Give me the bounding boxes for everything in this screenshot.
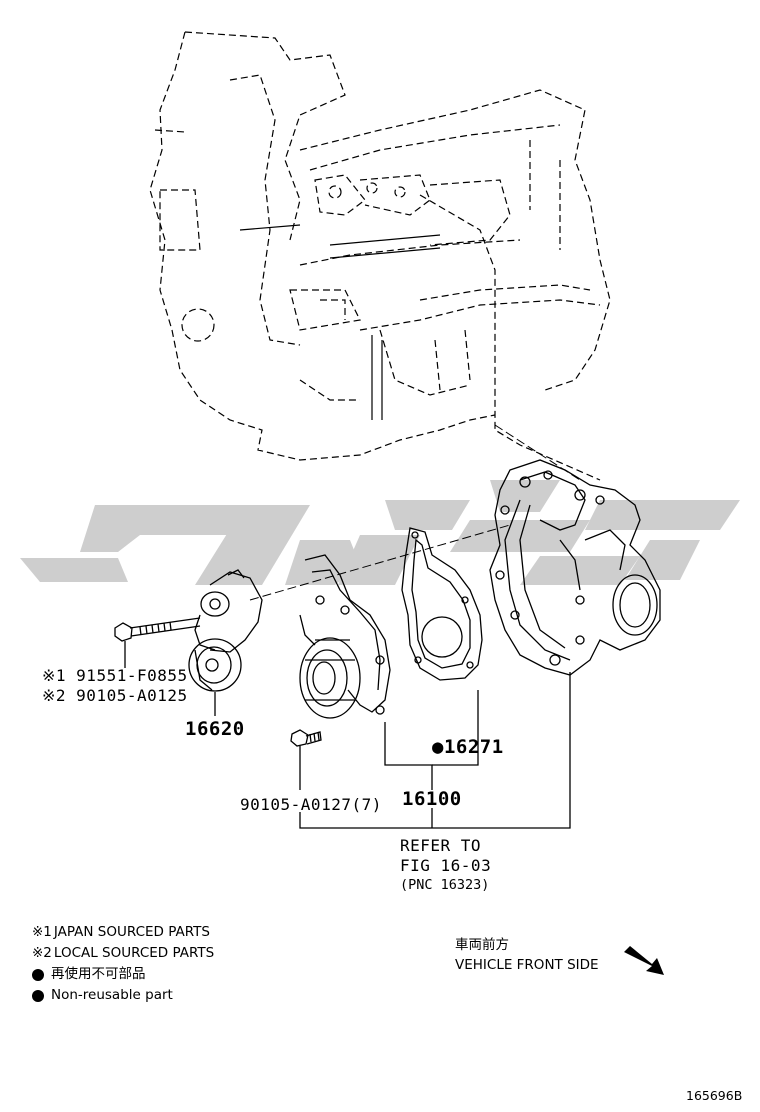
engine-block-outline	[149, 31, 611, 481]
figure-number: 165696B	[686, 1088, 743, 1103]
legend-text-local: LOCAL SOURCED PARTS	[53, 945, 215, 961]
legend-local-sourced: ※2 LOCAL SOURCED PARTS	[32, 943, 214, 964]
part-number-tensioner-bolt-japan[interactable]: ※1 91551-F0855	[42, 666, 188, 685]
engine-solid-edges	[239, 224, 441, 420]
alignment-guides	[249, 424, 581, 601]
vehicle-front-jp: 車両前方	[455, 937, 509, 953]
belt-tensioner	[188, 569, 263, 692]
legend-symbol-1: ※1	[32, 924, 52, 940]
nonreusable-dot-icon	[32, 968, 44, 981]
legend-text-japan: JAPAN SOURCED PARTS	[53, 924, 210, 940]
part-number-pump-bolt[interactable]: 90105-A0127(7)	[240, 795, 382, 814]
legend-japan-sourced: ※1 JAPAN SOURCED PARTS	[32, 922, 214, 943]
pump-bolt	[290, 729, 322, 747]
legend-text-nonreusable-jp: 再使用不可部品	[51, 966, 146, 982]
vehicle-front-label: 車両前方 VEHICLE FRONT SIDE	[455, 935, 599, 975]
pump-pulley	[299, 554, 391, 719]
gasket-outline	[401, 527, 483, 681]
refer-line-2[interactable]: FIG 16-03	[400, 856, 492, 875]
arrow-down-right-icon	[624, 946, 664, 975]
legend-text-nonreusable-en: Non-reusable part	[51, 987, 173, 1003]
nonreusable-dot-icon	[32, 989, 44, 1002]
legend: ※1 JAPAN SOURCED PARTS ※2 LOCAL SOURCED …	[32, 922, 214, 1006]
part-number-tensioner-bolt-local[interactable]: ※2 90105-A0125	[42, 686, 188, 705]
refer-line-3: (PNC 16323)	[400, 877, 490, 893]
part-number-gasket[interactable]: ●16271	[432, 736, 504, 758]
vehicle-front-en: VEHICLE FRONT SIDE	[455, 957, 599, 973]
part-number-tensioner[interactable]: 16620	[185, 718, 245, 740]
leader-lines	[124, 641, 571, 829]
legend-symbol-2: ※2	[32, 945, 52, 961]
legend-nonreusable-jp: 再使用不可部品	[32, 964, 214, 985]
refer-line-1[interactable]: REFER TO	[400, 836, 482, 855]
water-pump-housing	[489, 459, 661, 676]
tensioner-bolt	[114, 617, 201, 642]
legend-nonreusable-en: Non-reusable part	[32, 985, 214, 1006]
part-number-water-pump[interactable]: 16100	[402, 788, 462, 810]
